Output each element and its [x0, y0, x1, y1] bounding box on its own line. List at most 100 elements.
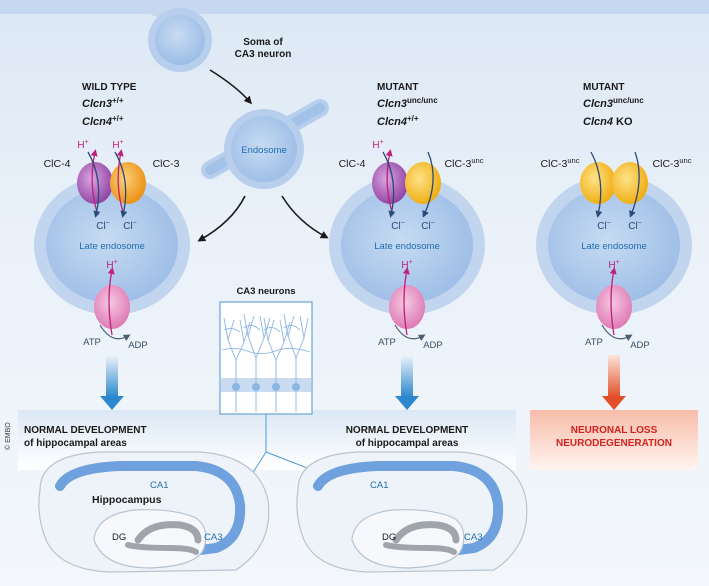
outcome-line1: NORMAL DEVELOPMENT — [346, 425, 469, 436]
chloride-flux-right — [629, 151, 640, 218]
gene1-label: Clcn3+/+ — [82, 96, 124, 110]
column-title: MUTANT — [377, 82, 418, 93]
pump-proton-label: H+ — [401, 259, 412, 271]
outcome-panel-loss — [530, 410, 698, 470]
gene2-label: Clcn4 KO — [583, 116, 633, 128]
ca3-label-left: CA3 — [204, 532, 222, 543]
late-endosome-inner — [548, 187, 680, 303]
outcome-arrow-shaft — [401, 355, 413, 397]
chloride-flux-left — [87, 151, 101, 218]
right-channel-label: ClC-3 — [153, 158, 180, 170]
right-channel-label: ClC-3unc — [445, 156, 484, 170]
late-endosome-label: Late endosome — [374, 241, 440, 252]
ca1-label-right: CA1 — [370, 480, 388, 491]
ca3-label-right: CA3 — [464, 532, 482, 543]
left-channel-label: ClC-3unc — [541, 156, 580, 170]
pump-proton-flux — [107, 267, 115, 336]
chloride-label-right: Cl− — [421, 220, 435, 232]
adp-label: ADP — [630, 340, 650, 351]
chloride-label-right: Cl− — [123, 220, 137, 232]
pump-proton-flux — [402, 267, 410, 336]
hippocampus-right — [296, 451, 528, 573]
ca-field — [313, 461, 504, 555]
atp-hydrolysis-arrow — [394, 324, 426, 342]
endosome — [201, 99, 329, 189]
late-endosome-inner — [341, 187, 473, 303]
endosome-to-wt-arrow — [197, 195, 246, 242]
chloride-flux-right — [422, 151, 434, 218]
atp-label: ATP — [83, 337, 101, 348]
outcome-arrow-head — [602, 396, 626, 410]
late-endosome-inner — [46, 187, 178, 303]
endosome-label: Endosome — [241, 145, 286, 156]
proton-label-right: H+ — [112, 139, 123, 151]
proton-pump — [94, 285, 130, 329]
dentate-gyrus — [392, 521, 460, 544]
chloride-label-left: Cl− — [597, 220, 611, 232]
outcome-line1: NEURONAL LOSS — [571, 425, 658, 436]
dentate-gyrus — [134, 521, 202, 544]
gene1-label: Clcn3unc/unc — [377, 96, 438, 110]
outcome-arrow-shaft — [608, 355, 620, 397]
outcome-line1: NORMAL DEVELOPMENT — [24, 425, 147, 436]
ca-field — [55, 461, 246, 555]
soma-label-line1: Soma of — [243, 37, 283, 48]
chloride-label-right: Cl− — [628, 220, 642, 232]
dg-label-left: DG — [112, 532, 126, 543]
proton-flux-right — [116, 149, 125, 216]
outcome-line2: of hippocampal areas — [24, 438, 127, 449]
atp-label: ATP — [378, 337, 396, 348]
proton-pump — [389, 285, 425, 329]
dg-label-right: DG — [382, 532, 396, 543]
outcome-line2: NEURODEGENERATION — [556, 438, 672, 449]
pump-proton-flux — [609, 267, 617, 336]
chloride-label-left: Cl− — [391, 220, 405, 232]
adp-label: ADP — [128, 340, 148, 351]
column-mutant-double: MUTANT Clcn3unc/unc Clcn4 KO Late endoso… — [536, 82, 692, 449]
chloride-flux-right — [114, 151, 128, 218]
late-endosome-label: Late endosome — [79, 241, 145, 252]
atp-hydrolysis-arrow — [601, 324, 633, 342]
column-title: MUTANT — [583, 82, 624, 93]
outcome-line2: of hippocampal areas — [356, 438, 459, 449]
proton-pump — [596, 285, 632, 329]
clc3-unc-transporter-left — [580, 162, 616, 204]
column-title: WILD TYPE — [82, 82, 137, 93]
hippocampus-label: Hippocampus — [92, 494, 162, 506]
copyright-label: © EMBO — [4, 422, 12, 450]
gene2-label: Clcn4+/+ — [377, 114, 419, 128]
atp-label: ATP — [585, 337, 603, 348]
hippocampus-left — [38, 451, 270, 573]
column-mutant-clcn3: MUTANT Clcn3unc/unc Clcn4+/+ Late endoso… — [329, 82, 485, 449]
proton-label-left: H+ — [372, 139, 383, 151]
cell-membrane-top — [0, 0, 709, 14]
late-endosome-label: Late endosome — [581, 241, 647, 252]
endosome-to-mutant-arrow — [281, 195, 329, 239]
proton-flux-left — [90, 149, 99, 216]
pump-proton-label: H+ — [106, 259, 117, 271]
clc3-transporter — [110, 162, 146, 204]
outcome-arrow-head — [100, 396, 124, 410]
proton-label-left: H+ — [77, 139, 88, 151]
adp-label: ADP — [423, 340, 443, 351]
atp-hydrolysis-arrow — [99, 324, 131, 342]
ca1-label-left: CA1 — [150, 480, 168, 491]
soma-to-endosome-arrow — [209, 69, 252, 105]
clc3-unc-transporter — [405, 162, 441, 204]
proton-flux-left — [385, 149, 394, 216]
column-wild-type: WILD TYPE Clcn3+/+ Clcn4+/+ Late endosom… — [24, 82, 190, 449]
gene1-label: Clcn3unc/unc — [583, 96, 644, 110]
ca3-neurons-label: CA3 neurons — [236, 286, 295, 297]
chloride-flux-left — [382, 151, 396, 218]
right-channel-label: ClC-3unc — [653, 156, 692, 170]
outcome-arrow-shaft — [106, 355, 118, 397]
chloride-flux-left — [590, 151, 603, 218]
outcome-arrow-head — [395, 396, 419, 410]
left-channel-label: ClC-4 — [44, 158, 71, 170]
left-channel-label: ClC-4 — [339, 158, 366, 170]
gene2-label: Clcn4+/+ — [82, 114, 124, 128]
ca3-neurons-inset: CA3 neurons — [219, 286, 313, 415]
pump-proton-label: H+ — [608, 259, 619, 271]
clc4-transporter — [372, 162, 408, 204]
